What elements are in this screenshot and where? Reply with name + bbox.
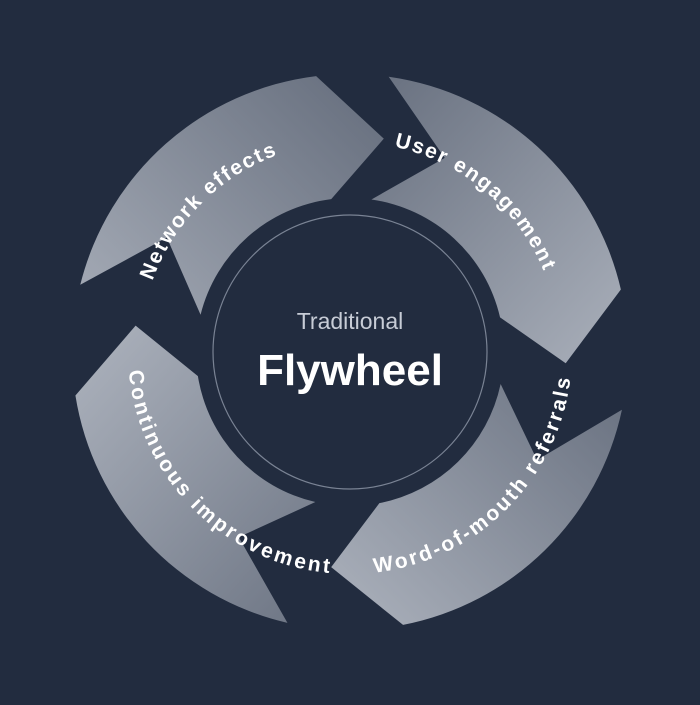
segment-network-effects <box>80 76 384 315</box>
segment-continuous-improvement <box>75 325 316 623</box>
center-title: Flywheel <box>257 346 443 395</box>
segment-user-engagement <box>371 76 621 364</box>
center-ring <box>212 214 488 490</box>
segment-word-of-mouth <box>331 384 622 625</box>
center-subtitle: Traditional <box>297 308 404 334</box>
